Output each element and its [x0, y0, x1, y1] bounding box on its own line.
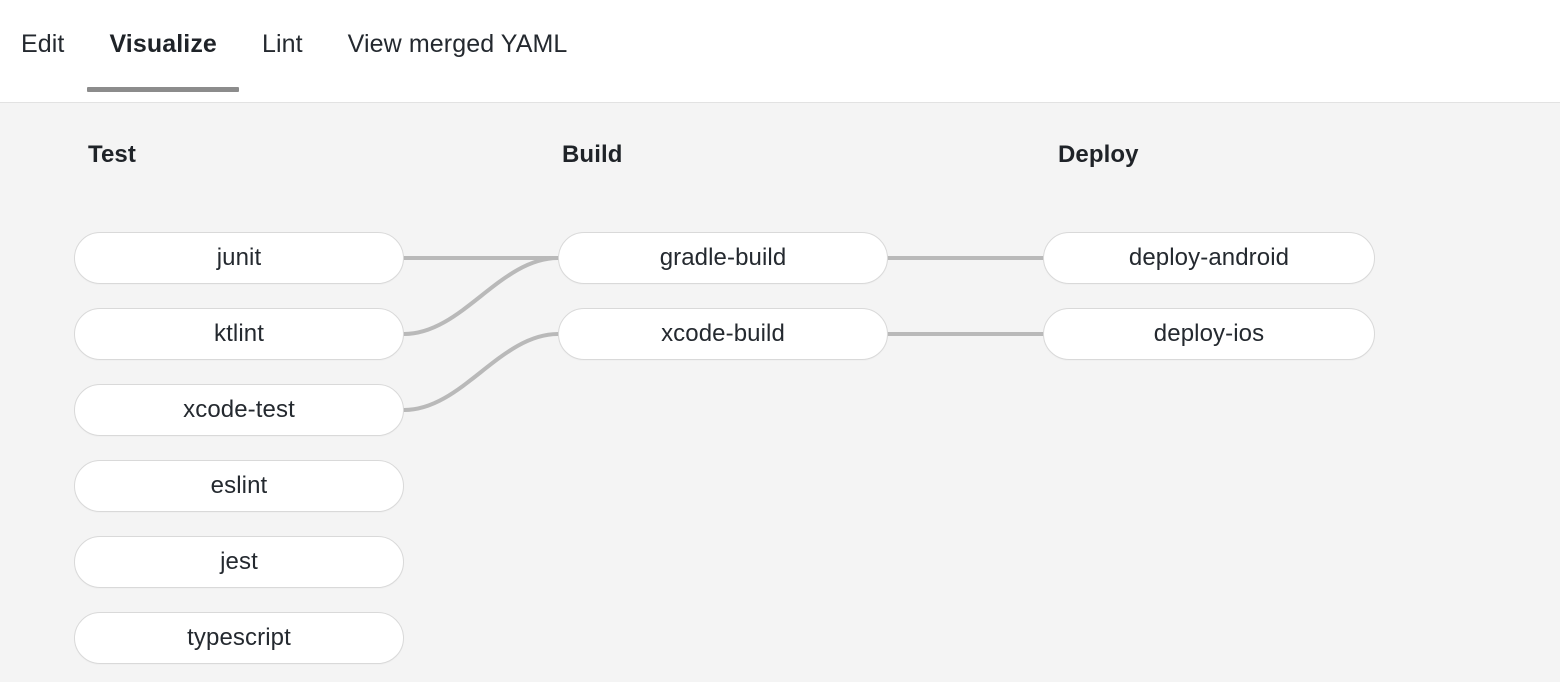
node-xcode-test[interactable]: xcode-test — [74, 384, 404, 436]
node-typescript[interactable]: typescript — [74, 612, 404, 664]
node-xcode-build[interactable]: xcode-build — [558, 308, 888, 360]
tab-visualize[interactable]: Visualize — [87, 0, 240, 102]
tab-edit[interactable]: Edit — [21, 0, 64, 102]
node-junit[interactable]: junit — [74, 232, 404, 284]
tab-view-merged-yaml-label: View merged YAML — [347, 30, 568, 58]
node-gradle-build[interactable]: gradle-build — [558, 232, 888, 284]
tab-lint-label: Lint — [261, 30, 303, 58]
pipeline-graph-canvas: Test Build Deploy junit ktlint xcode-tes… — [0, 103, 1560, 682]
edge-xcode-test-xcode-build — [402, 332, 560, 412]
edge-ktlint-gradle-build — [402, 256, 560, 336]
node-deploy-android[interactable]: deploy-android — [1043, 232, 1375, 284]
column-title-test: Test — [88, 141, 136, 168]
tab-lint[interactable]: Lint — [262, 0, 303, 102]
node-deploy-ios[interactable]: deploy-ios — [1043, 308, 1375, 360]
tab-view-merged-yaml[interactable]: View merged YAML — [348, 0, 568, 102]
column-title-deploy: Deploy — [1058, 141, 1139, 168]
node-eslint[interactable]: eslint — [74, 460, 404, 512]
node-ktlint[interactable]: ktlint — [74, 308, 404, 360]
column-title-build: Build — [562, 141, 623, 168]
tab-visualize-label: Visualize — [109, 30, 217, 58]
tab-bar: Edit Visualize Lint View merged YAML — [0, 0, 1560, 103]
tab-list: Edit Visualize Lint View merged YAML — [21, 0, 567, 102]
tab-edit-label: Edit — [21, 30, 65, 58]
node-jest[interactable]: jest — [74, 536, 404, 588]
